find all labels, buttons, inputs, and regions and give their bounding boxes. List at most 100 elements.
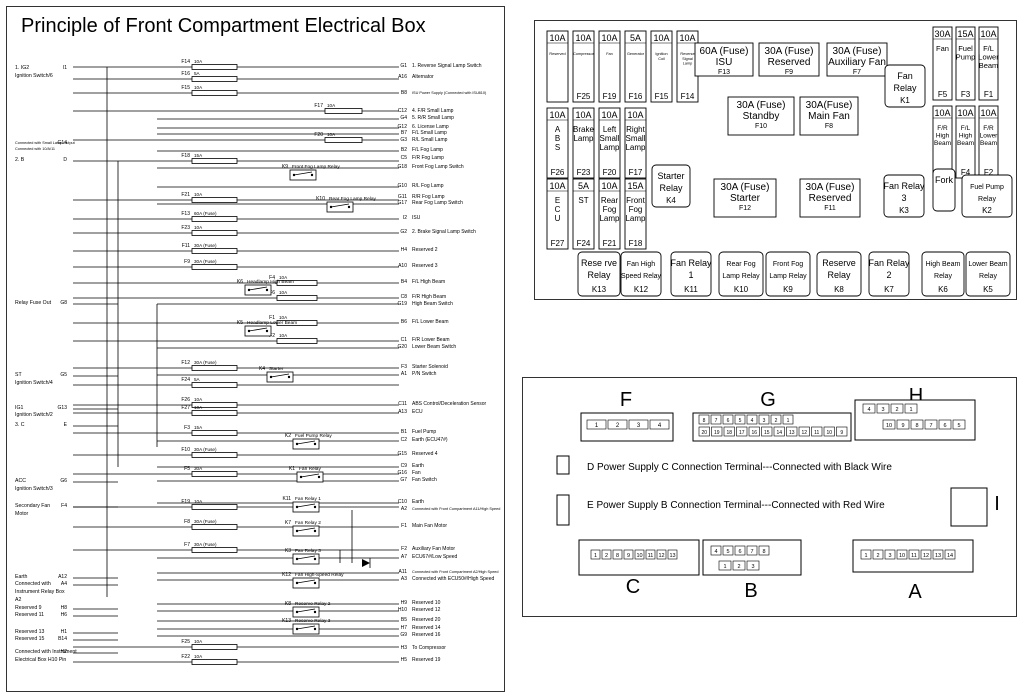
right-pin: G12 [398,124,408,130]
right-label: F/L Small Lamp [412,130,447,136]
left-pin: G14 [58,140,68,146]
fuse-rating: 10A [194,405,203,410]
fuse-symbol [324,137,363,143]
pin-number: 3 [881,407,884,413]
left-label: Reserved 15 [15,636,45,642]
fuse-rating: 10A [627,110,643,120]
fuse-id: F22 [181,654,190,660]
pin-number: 12 [801,430,807,436]
relay-id: K13 [282,618,291,624]
right-pin: G17 [398,200,408,206]
right-pin: A1 [401,371,407,377]
fuse-symbol [191,410,238,416]
fuse-rating: 10A [194,59,203,64]
connector-pin [590,549,601,560]
right-pin: A13 [398,409,407,415]
relay-name: Fuel Pump [970,184,1004,191]
left-pin: B14 [58,636,67,642]
relay-symbol [244,325,272,337]
fuse-slot [546,30,569,103]
right-pin: H3 [401,645,408,651]
relay-slot [932,168,956,212]
fuse-id: F8 [184,519,190,525]
fuse-slot [955,26,976,101]
connector-pin [904,403,918,414]
fuse-rating: 10A [194,639,203,644]
right-label: Rear Fog Lamp Switch [412,200,463,206]
relay-name: Starter [657,171,684,181]
connector-letter: B [744,580,757,602]
right-label: Starter Solenoid [412,364,448,370]
right-pin: F3 [401,364,407,370]
relay-name: Fork [935,175,954,185]
pin-number: 7 [750,549,753,555]
right-label: 1. Reverse Signal Lamp Switch [412,63,482,69]
large-fuse-id: F10 [755,123,767,130]
connector-pin [924,419,938,430]
right-label: Main Fan Motor [412,523,447,529]
left-label: Ignition Switch/2 [15,412,53,418]
connector-pin [896,549,908,560]
left-pin: G13 [58,405,68,411]
relay-node [313,505,317,509]
pin-number: 13 [789,430,795,436]
relay-id: K7 [285,520,291,526]
connector-pin [634,549,645,560]
right-pin: A7 [401,554,407,560]
connector-pin [908,549,920,560]
fuse-id: F7 [184,542,190,548]
left-label: Reserved 9 [15,605,42,611]
connector-pin [876,403,890,414]
large-fuse-name: Reserved [768,57,811,68]
right-pin: G9 [400,632,407,638]
pin-number: 2 [605,553,608,559]
fuse-id: F3 [961,90,971,99]
connector-pin [645,549,656,560]
right-label: F/L Fog Lamp [412,147,443,153]
fuse-id: F17 [314,103,323,109]
left-label: 2. B [15,157,25,163]
left-label: 1. IG2 [15,65,29,71]
fuse-id: F27 [551,239,565,248]
connector-pin [910,419,924,430]
right-pin: B7 [401,130,407,136]
fuse-rating: 30A [194,466,203,471]
relay-name: 3 [901,193,906,203]
fuse-rating: 10A [575,33,591,43]
relay-id: K2 [982,206,992,215]
relay-name: Rear Fog Lamp Relay [329,196,377,202]
fuse-slot [572,107,595,179]
right-label: Auxiliary Fan Motor [412,546,455,552]
pin-number: 10 [826,430,832,436]
fuse-rating: 10A [549,110,565,120]
fuse-symbol [191,402,238,408]
fuse-name: Compressor [573,52,594,56]
relay-contact [300,473,320,478]
relay-id: K4 [666,196,676,205]
connector-pin [710,545,722,556]
right-pin: H7 [401,625,408,631]
fuse-rating: 30A [934,29,950,39]
relay-id: K8 [834,285,844,294]
relay-id: K7 [884,285,894,294]
left-label: Motor [15,511,29,517]
large-fuse-name: Standby [743,111,780,122]
relay-name: Fan High [627,261,656,268]
fuse-rating: 15A [627,181,643,191]
right-label: Reserved 14 [412,625,441,631]
right-label: F/R Fog Lamp [412,155,444,161]
fuse-id: F20 [314,132,323,138]
fuse-rating: 10A [279,290,288,295]
fuse-id: F2 [984,168,994,177]
relay-node [295,557,299,561]
large-fuse-rating: 30A (Fuse) [721,182,770,193]
fuse-rating: 10A [194,192,203,197]
left-label: Connected with Small Lamp Output [15,141,76,145]
relay-id: K4 [259,366,265,372]
fuse-symbol [191,504,238,510]
fuse-symbol [276,295,318,301]
